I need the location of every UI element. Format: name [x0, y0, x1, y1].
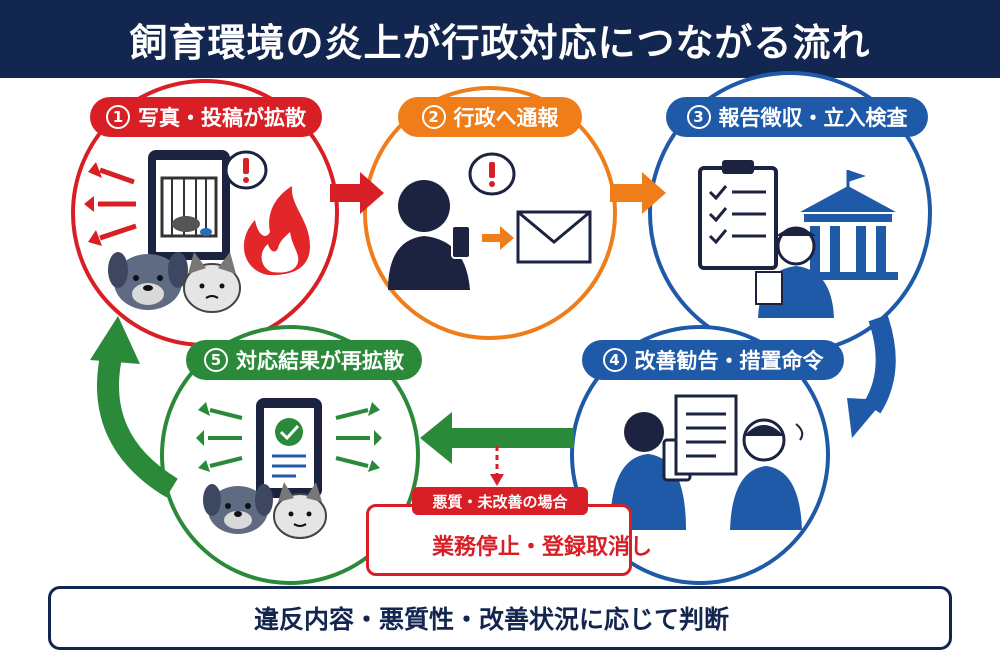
step-3-number: 3	[686, 105, 711, 129]
arrow-step1-to-step2	[330, 172, 384, 214]
arrow-step3-to-step4	[847, 314, 896, 438]
footer-box	[48, 586, 952, 650]
arrow-step4-to-step5	[420, 412, 574, 464]
step-4-text: 改善勧告・措置命令	[634, 349, 824, 373]
left-spread-arrows-icon	[196, 402, 243, 472]
title-bar: 飼育環境の炎上が行政対応につながる流れ	[0, 0, 1000, 78]
sad-dog-icon	[108, 252, 188, 310]
alert-bubble-icon	[224, 150, 268, 190]
step-1-label: 1 写真・投稿が拡散	[90, 97, 322, 137]
arrow-step5-to-step1	[90, 316, 178, 498]
step-1-text: 写真・投稿が拡散	[138, 106, 306, 130]
person-with-phone-icon	[388, 180, 471, 290]
step-3-label: 3 報告徴収・立入検査	[666, 97, 928, 137]
clipboard-checklist-icon	[698, 160, 778, 270]
fire-icon	[243, 186, 310, 276]
warning-penalty: 業務停止・登録取消し	[432, 535, 653, 560]
warning-connector	[490, 446, 504, 486]
government-building-icon	[798, 170, 898, 280]
step-5-number: 5	[204, 348, 228, 372]
spread-arrows-icon	[84, 162, 137, 246]
step-4-label: 4 改善勧告・措置命令	[582, 340, 844, 380]
troubled-person-icon	[730, 418, 804, 530]
page-title: 飼育環境の炎上が行政対応につながる流れ	[129, 20, 871, 65]
phone-check-icon	[256, 398, 322, 498]
phone-cage-icon	[148, 150, 230, 260]
step-4-number: 4	[602, 348, 627, 372]
document-icon	[674, 394, 738, 476]
step-5-text: 対応結果が再拡散	[236, 349, 404, 373]
step-2-text: 行政へ通報	[453, 106, 559, 130]
step-2-number: 2	[421, 105, 446, 129]
right-spread-arrows-icon	[335, 402, 382, 472]
sad-cat-icon	[183, 252, 241, 313]
report-alert-bubble-icon	[468, 152, 516, 196]
warning-condition: 悪質・未改善の場合	[412, 487, 588, 515]
happy-cat-icon	[273, 482, 327, 539]
step-3-text: 報告徴収・立入検査	[718, 106, 908, 130]
arrow-step2-to-step3	[610, 172, 666, 214]
inspector-icon	[755, 226, 834, 318]
happy-dog-icon	[203, 484, 273, 534]
step-5-label: 5 対応結果が再拡散	[186, 340, 422, 380]
step-2-label: 2 行政へ通報	[398, 97, 582, 137]
step-1-number: 1	[106, 105, 130, 129]
envelope-icon	[516, 210, 592, 264]
send-arrow-icon	[482, 226, 514, 250]
footer-text: 違反内容・悪質性・改善状況に応じて判断	[254, 605, 730, 634]
